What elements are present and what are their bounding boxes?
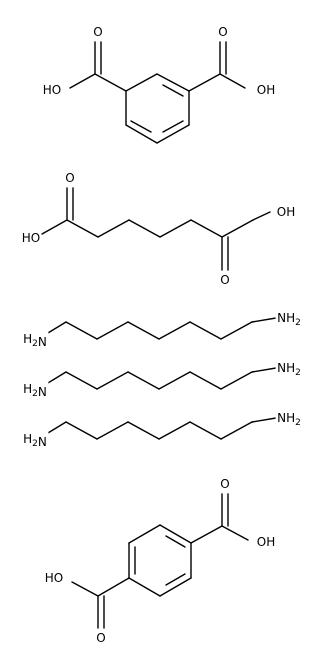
hexamethylenediamine-1-amine-2-label: NH2: [277, 311, 301, 328]
bond-line: [71, 581, 99, 597]
isophthalic-acid-oxygen-2-label: O: [218, 25, 227, 39]
bond-line: [252, 211, 271, 221]
hexamethylenediamine-3-amine-1-label: H2N: [23, 432, 47, 449]
bond-line: [220, 371, 253, 390]
bond-line: [156, 73, 190, 92]
bond-line: [94, 73, 127, 92]
hexamethylenediamine-1-amine-1-label: H2N: [23, 332, 47, 349]
label-background: [21, 432, 49, 447]
bond-line: [127, 421, 160, 440]
bond-line: [251, 317, 277, 323]
hexamethylenediamine-2-amine-1-label: H2N: [23, 382, 47, 399]
hexamethylenediamine-3-structure: H2N NH2: [21, 411, 303, 449]
bond-line: [125, 73, 158, 92]
bond-line: [97, 577, 130, 597]
bond-line: [158, 371, 191, 390]
label-background: [219, 273, 231, 288]
label-background: [256, 535, 276, 550]
label-background: [219, 477, 231, 492]
adipic-acid-oxygen-2-label: O: [220, 273, 229, 287]
label-background: [21, 382, 49, 397]
isophthalic-acid-structure: O HO O OH: [42, 25, 276, 144]
label-background: [44, 571, 64, 586]
bond-line: [189, 421, 222, 440]
adipic-acid-structure: O HO O OH: [21, 171, 296, 288]
bond-line: [65, 371, 98, 390]
bond-line: [127, 321, 160, 340]
bond-line: [41, 219, 68, 235]
bond-line: [125, 124, 158, 144]
bond-line: [159, 524, 192, 544]
terephthalic-acid-oxygen-2-label: O: [96, 631, 105, 645]
label-background: [21, 231, 41, 246]
terephthalic-acid-hydroxyl-1-label: OH: [257, 535, 275, 549]
bond-line: [220, 321, 253, 340]
bond-line: [190, 525, 223, 544]
bond-line: [65, 321, 98, 340]
label-background: [256, 83, 276, 98]
label-background: [275, 361, 303, 376]
adipic-acid-oxygen-1-label: O: [65, 171, 74, 185]
terephthalic-acid-structure: O OH O HO: [44, 477, 276, 646]
bond-line: [66, 219, 99, 238]
label-background: [95, 631, 107, 646]
hexamethylenediamine-3-amine-2-label: NH2: [277, 411, 301, 428]
bond-line: [156, 124, 190, 144]
bond-line: [162, 120, 184, 133]
bond-line: [189, 371, 222, 390]
bond-line: [97, 219, 130, 238]
label-background: [92, 25, 104, 40]
adipic-acid-hydroxyl-2-label: OH: [277, 205, 295, 219]
hexamethylenediamine-2-amine-2-label: NH2: [277, 361, 301, 378]
bond-line: [96, 371, 129, 390]
bond-line: [158, 421, 191, 440]
bond-line: [221, 219, 254, 238]
bond-line: [69, 73, 96, 89]
bond-line: [159, 219, 192, 238]
hexamethylenediamine-1-structure: H2N NH2: [21, 311, 303, 349]
bond-line: [165, 535, 186, 548]
bond-line: [188, 73, 221, 92]
label-background: [275, 411, 303, 426]
bond-line: [128, 524, 161, 544]
bond-line: [159, 577, 192, 597]
bond-line: [130, 120, 152, 133]
label-background: [276, 205, 296, 220]
bond-line: [162, 84, 184, 97]
bond-line: [190, 219, 223, 238]
bond-line: [96, 421, 129, 440]
bond-line: [251, 367, 277, 373]
label-background: [21, 332, 49, 347]
adipic-acid-hydroxyl-1-label: HO: [22, 231, 40, 245]
bond-line: [96, 321, 129, 340]
terephthalic-acid-oxygen-1-label: O: [220, 477, 229, 491]
label-background: [217, 25, 229, 40]
bond-line: [158, 321, 191, 340]
terephthalic-acid-hydroxyl-2-label: HO: [45, 571, 63, 585]
label-background: [42, 83, 62, 98]
hexamethylenediamine-2-structure: H2N NH2: [21, 361, 303, 399]
bond-line: [65, 421, 98, 440]
label-background: [275, 311, 303, 326]
isophthalic-acid-oxygen-1-label: O: [93, 25, 102, 39]
isophthalic-acid-hydroxyl-2-label: OH: [257, 83, 275, 97]
bond-line: [165, 573, 186, 586]
bond-line: [251, 417, 277, 423]
isophthalic-acid-hydroxyl-1-label: HO: [43, 83, 61, 97]
bond-line: [127, 371, 160, 390]
bond-line: [220, 421, 253, 440]
bond-line: [189, 321, 222, 340]
bond-line: [221, 525, 249, 541]
bond-line: [128, 219, 161, 238]
bond-line: [219, 73, 246, 89]
label-background: [64, 171, 76, 186]
bond-line: [128, 577, 161, 597]
